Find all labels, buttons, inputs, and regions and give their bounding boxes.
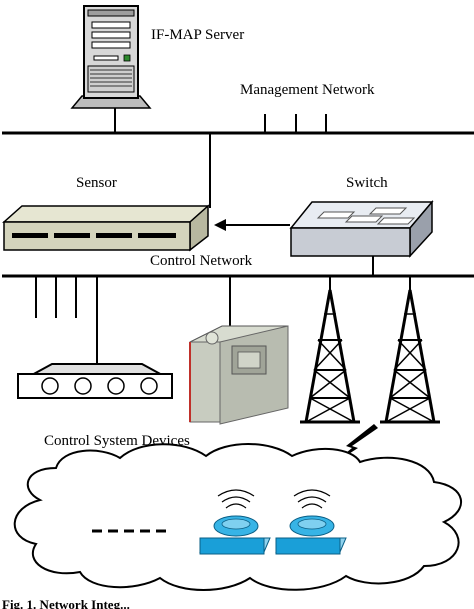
ifmap-server-label: IF-MAP Server	[151, 27, 245, 43]
control-device-icon	[17, 363, 173, 399]
wireless-link-icon	[330, 424, 378, 466]
management-network-label: Management Network	[240, 82, 375, 98]
sensor-icon	[2, 204, 210, 252]
sensor-label: Sensor	[76, 175, 117, 191]
ifmap-server-icon	[70, 5, 152, 109]
control-network-label: Control Network	[150, 253, 253, 269]
mirror-arrow	[214, 219, 290, 231]
radio-tower-icon	[380, 289, 440, 424]
switch-label: Switch	[346, 175, 388, 191]
figure-caption: Fig. 1. Network Integ...	[2, 597, 130, 609]
control-system-devices-label: Control System Devices	[44, 433, 190, 449]
wireless-device-icon	[199, 489, 271, 555]
switch-icon	[289, 199, 434, 258]
controller-cabinet-icon	[189, 325, 289, 425]
wireless-device-icon	[275, 489, 347, 555]
radio-tower-icon	[300, 289, 360, 424]
management-network-bus	[2, 108, 474, 208]
